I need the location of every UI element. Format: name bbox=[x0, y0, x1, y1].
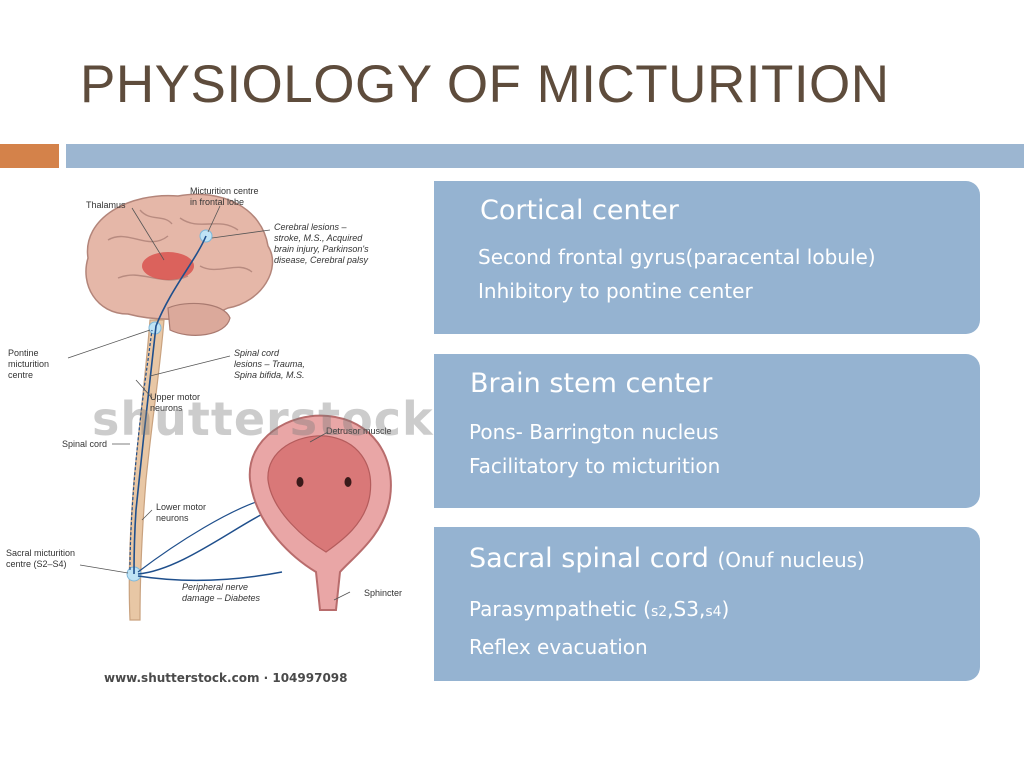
sacral-spinal-cord-box: Sacral spinal cord (Onuf nucleus) Parasy… bbox=[434, 527, 980, 681]
label-spinal-cord: Spinal cord bbox=[62, 439, 108, 449]
ureter-opening-right bbox=[344, 477, 352, 487]
label-pontine-centre: Pontine micturition centre bbox=[8, 348, 50, 380]
nerve-to-bladder bbox=[137, 509, 271, 575]
nerve-to-sphincter bbox=[137, 571, 283, 582]
sacral-heading: Sacral spinal cord (Onuf nucleus) bbox=[469, 543, 865, 574]
thalamus-highlight bbox=[142, 252, 194, 280]
cortical-center-box: Cortical center Second frontal gyrus(par… bbox=[434, 181, 980, 334]
label-micturition-centre: Micturition centre in frontal lobe bbox=[190, 186, 259, 207]
sacral-line-1: Parasympathetic (s2,S3,s4) bbox=[469, 597, 729, 621]
watermark: shutterstock bbox=[92, 392, 434, 446]
label-sacral-centre: Sacral micturition centre (S2–S4) bbox=[6, 548, 76, 569]
brain-stem-line-1: Pons- Barrington nucleus bbox=[469, 420, 719, 444]
label-upper-motor: Upper motor neurons bbox=[150, 392, 201, 413]
anatomy-illustration bbox=[67, 193, 392, 621]
brain-stem-heading: Brain stem center bbox=[470, 368, 713, 399]
sacral-heading-text: Sacral spinal cord bbox=[469, 543, 709, 574]
bladder-lumen bbox=[267, 435, 372, 553]
pathway-line-2 bbox=[129, 329, 153, 571]
label-detrusor: Detrusor muscle bbox=[326, 426, 392, 436]
pathway-line bbox=[133, 235, 207, 575]
brain-stem-line-2: Facilitatory to micturition bbox=[469, 454, 721, 478]
lower-motor-nerve bbox=[137, 499, 263, 573]
cortical-center-heading: Cortical center bbox=[480, 195, 679, 226]
slide-title: PHYSIOLOGY OF MICTURITION bbox=[80, 55, 890, 114]
accent-bar-blue bbox=[66, 144, 1024, 168]
micturition-diagram: Thalamus Micturition centre in frontal l… bbox=[0, 180, 430, 700]
segment-s3: S3, bbox=[673, 597, 706, 621]
segment-close: ) bbox=[721, 597, 730, 621]
sacral-heading-note: (Onuf nucleus) bbox=[717, 548, 865, 572]
label-lower-motor: Lower motor neurons bbox=[156, 502, 207, 523]
label-peripheral-nerve: Peripheral nerve damage – Diabetes bbox=[182, 582, 261, 603]
parasympathetic-text: Parasympathetic ( bbox=[469, 597, 651, 621]
ureter-opening-left bbox=[296, 477, 304, 487]
sacral-line-2: Reflex evacuation bbox=[469, 635, 648, 659]
segment-s4: s4 bbox=[705, 604, 722, 620]
segment-comma: , bbox=[667, 597, 674, 621]
segment-s2: s2 bbox=[650, 604, 668, 620]
accent-bar-orange bbox=[0, 144, 59, 168]
brain-folds bbox=[107, 209, 253, 281]
cortical-line-1: Second frontal gyrus(paracental lobule) bbox=[478, 245, 876, 269]
brain-stem-center-box: Brain stem center Pons- Barrington nucle… bbox=[434, 354, 980, 508]
label-spinal-lesions: Spinal cord lesions – Trauma, Spina bifi… bbox=[234, 348, 305, 380]
label-cerebral-lesions: Cerebral lesions – stroke, M.S., Acquire… bbox=[274, 222, 369, 265]
cerebellum-shape bbox=[167, 302, 231, 336]
spinal-cord-shape bbox=[128, 319, 165, 621]
image-credit: www.shutterstock.com · 104997098 bbox=[104, 671, 348, 685]
label-sphincter: Sphincter bbox=[364, 588, 403, 598]
leader-lines bbox=[67, 205, 351, 601]
cortical-line-2: Inhibitory to pontine center bbox=[478, 279, 753, 303]
label-thalamus: Thalamus bbox=[86, 200, 126, 210]
